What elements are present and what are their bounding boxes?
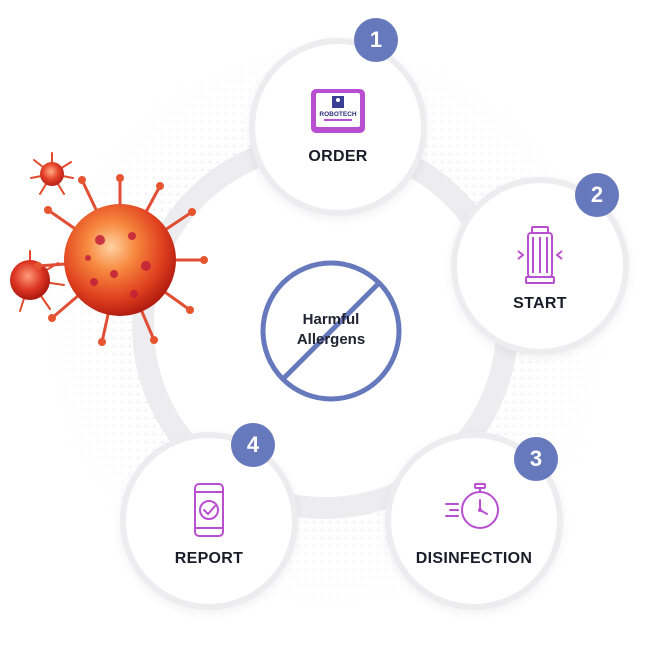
step-4-badge: 4 (231, 423, 275, 467)
center-label: Harmful Allergens (258, 310, 404, 350)
step-start-label: START (513, 295, 567, 312)
step-disinfection-label: DISINFECTION (415, 550, 533, 567)
stopwatch-icon (445, 483, 499, 529)
center-label-line2: Allergens (296, 331, 366, 348)
uv-lamp-icon (517, 226, 563, 284)
step-2-badge: 2 (575, 173, 619, 217)
step-report: REPORT (120, 432, 298, 610)
phone-check-icon (194, 483, 224, 537)
robotech-logo-text: ROBOTECH (319, 111, 357, 118)
step-order-label: ORDER (308, 148, 368, 165)
center-label-line1: Harmful (302, 311, 360, 328)
step-start: START (451, 177, 629, 355)
step-order: ROBOTECH ORDER (249, 38, 427, 216)
step-report-label: REPORT (174, 550, 244, 567)
small-virus-icon (30, 152, 74, 195)
step-1-badge: 1 (354, 18, 398, 62)
large-virus-icon (34, 174, 208, 346)
prohibition-sign-icon (260, 260, 402, 402)
tablet-app-icon: ROBOTECH (311, 89, 365, 133)
step-3-badge: 3 (514, 437, 558, 481)
